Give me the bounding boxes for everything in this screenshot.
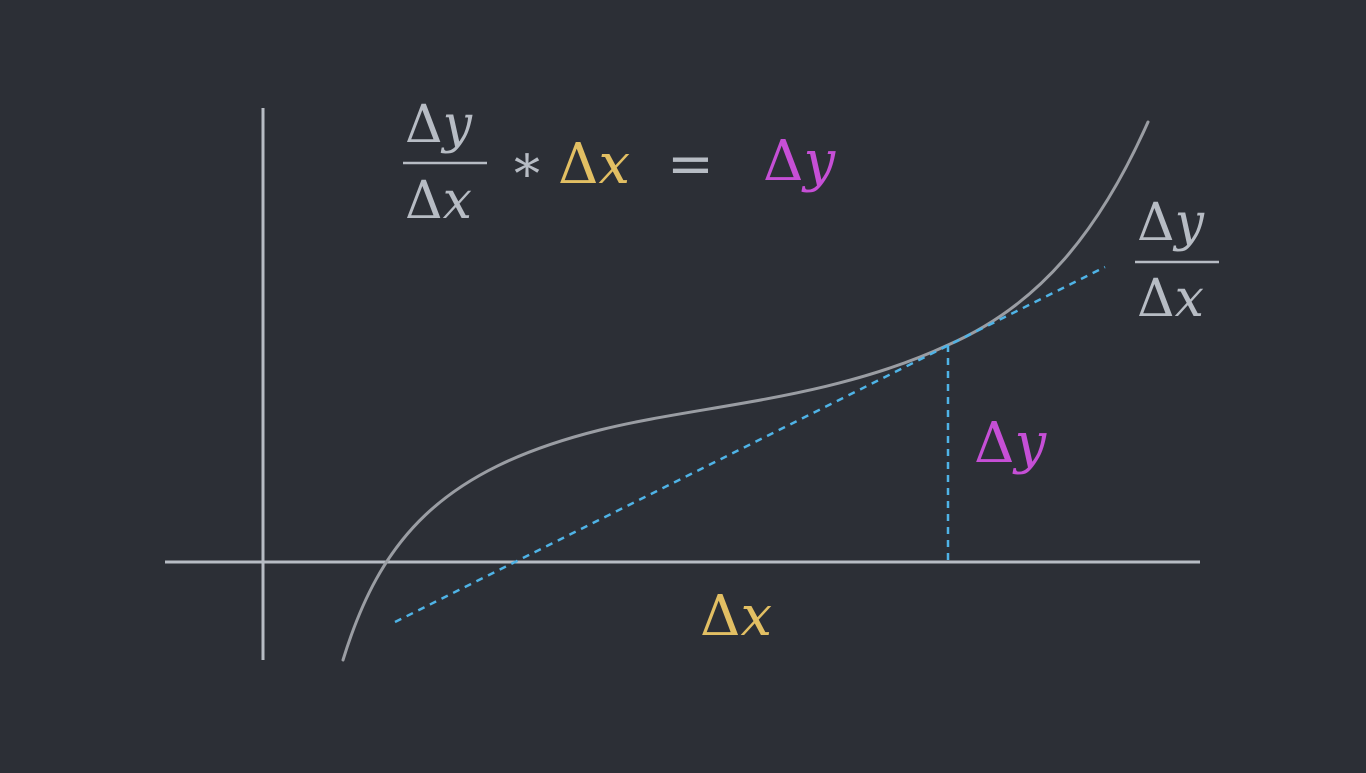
formula-equals: = (667, 132, 714, 197)
function-curve (341, 120, 1150, 662)
formula-denominator: Δx (405, 171, 472, 231)
formula-delta-x: Δx (558, 132, 630, 197)
delta-x-label: Δx (700, 584, 772, 649)
slope-numerator: Δy (1137, 193, 1205, 253)
formula-delta-y: Δy (763, 129, 836, 194)
formula: Δy Δx * Δx = Δy (403, 95, 836, 231)
delta-y-label: Δy (974, 411, 1047, 476)
formula-numerator: Δy (405, 95, 473, 155)
slope-label: Δy Δx (1135, 193, 1219, 329)
tangent-line (394, 265, 1106, 624)
slope-denominator: Δx (1137, 269, 1204, 329)
formula-times: * (514, 145, 540, 205)
